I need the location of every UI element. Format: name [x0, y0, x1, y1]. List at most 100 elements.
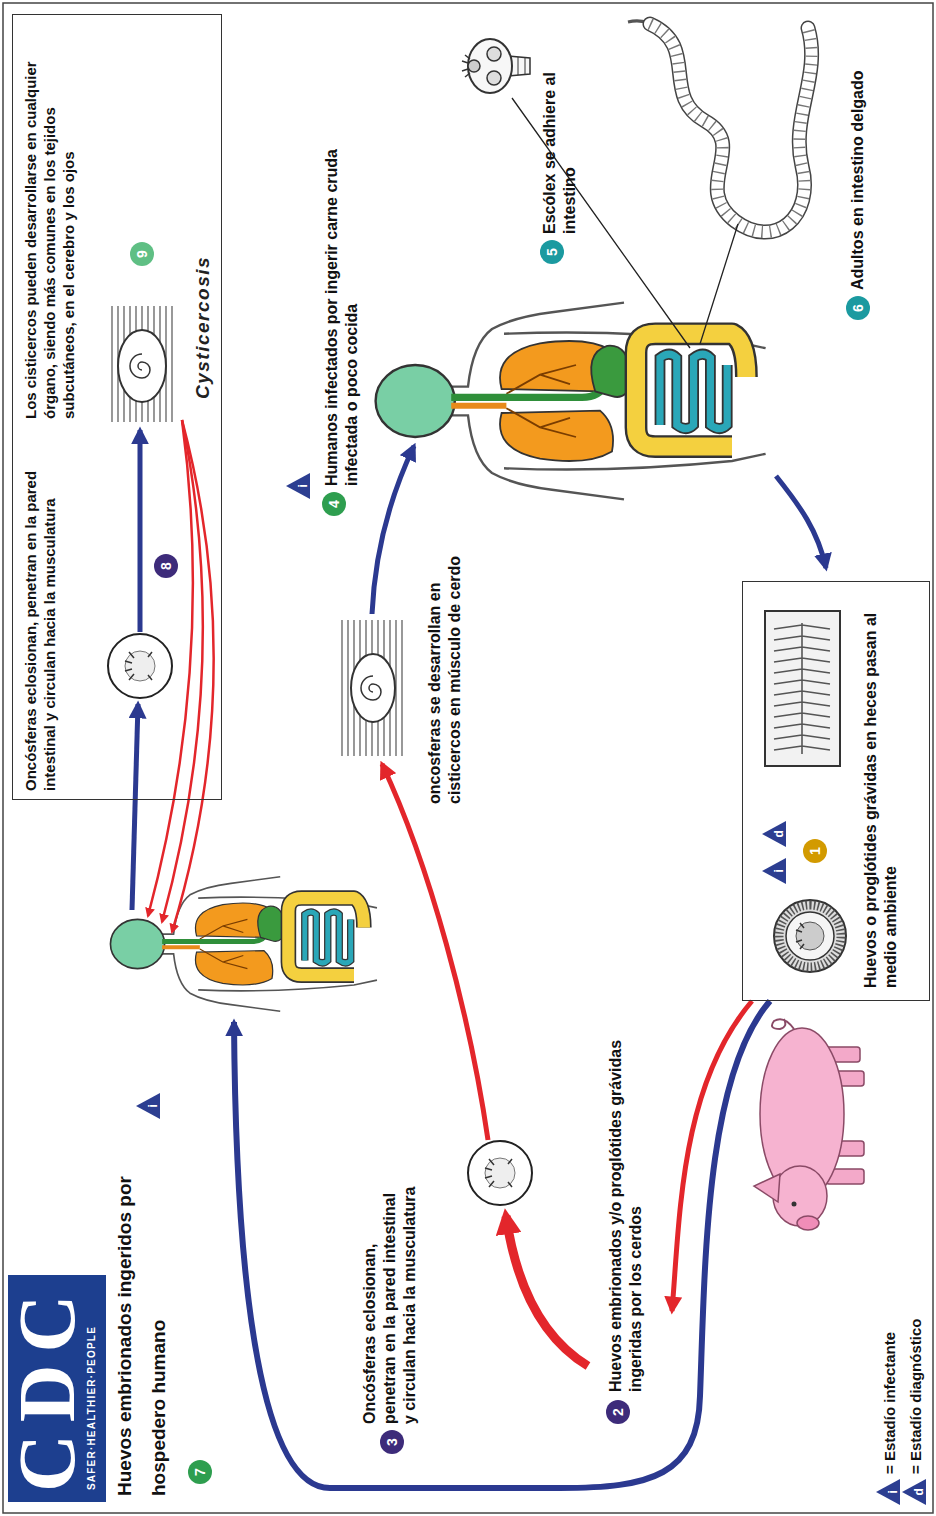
pig-figure [754, 1019, 864, 1230]
callout-number: 5 [545, 248, 559, 256]
egg-figure [779, 905, 841, 967]
oncosphere-figure [468, 1141, 532, 1205]
oncosphere-figure [108, 634, 172, 698]
callout-circle [188, 1460, 212, 1484]
stage-icon-letter: i [147, 1104, 159, 1107]
proglottid-figure [774, 623, 830, 754]
proglottid-figure [765, 611, 840, 766]
logo-box: CDCSAFER·HEALTHIER·PEOPLE [8, 1275, 106, 1502]
legend-triangle [876, 1479, 900, 1505]
oncosphere-figure [108, 634, 532, 1205]
callout-circle [846, 296, 870, 320]
callout-number: 4 [327, 500, 341, 508]
egg-figure [796, 923, 804, 949]
cycle-arrow [138, 430, 143, 632]
callout-circle [154, 554, 178, 578]
cycle-arrow [372, 446, 414, 614]
pig-figure [792, 1202, 797, 1207]
stage-triangle [286, 473, 310, 499]
cycle-arrow [172, 420, 214, 932]
scolex-figure [487, 71, 501, 85]
logo-text: CDC [10, 1283, 84, 1492]
pig-figure [797, 1216, 819, 1230]
cycle-arrow [234, 1001, 770, 1488]
step-text: Humanos infectados por ingerir carne cru… [322, 141, 362, 486]
frame [3, 3, 933, 1513]
callout-number: 7 [193, 1468, 207, 1476]
cycle-arrow [132, 704, 138, 910]
scolex-figure [468, 60, 480, 72]
callout-number: 6 [851, 304, 865, 312]
step-text: Escólex se adhiere al intestino [540, 24, 580, 234]
legend-row: = Estadío diagnóstico [902, 1245, 928, 1505]
cysticercus-figure [130, 354, 150, 378]
legend-triangle [902, 1479, 926, 1505]
logo-tagline: SAFER·HEALTHIER·PEOPLE [86, 1326, 98, 1490]
oncosphere-figure [125, 652, 152, 680]
adult-tapeworm-figure [650, 24, 812, 232]
legend-text: = Estadío infectante [882, 1332, 897, 1474]
stage-icon-letter: d [773, 830, 785, 837]
cysticercus-figure [342, 620, 402, 756]
figure-title: Cysticercosis [191, 256, 215, 399]
cycle-arrow [506, 1216, 588, 1366]
cycle-arrow [382, 764, 488, 1140]
cycle-arrow [132, 420, 826, 1488]
stage-icon-letter: d [913, 1488, 925, 1495]
legend-text: = Estadío diagnóstico [908, 1319, 923, 1474]
stage-text: Huevos o proglótides grávidas en heces p… [861, 592, 901, 988]
stage-icon-letter: i [773, 869, 785, 872]
callout-number: 3 [385, 1438, 399, 1446]
callout-number: 2 [611, 1408, 625, 1416]
scolex-figure [468, 39, 512, 93]
stage-triangle [136, 1093, 160, 1119]
callout-circle [130, 242, 154, 266]
cysticercus-figure [118, 330, 166, 402]
proglottid-figure [765, 611, 840, 766]
stage-triangle [762, 858, 786, 884]
callout-number: 9 [135, 250, 149, 258]
egg-figure [774, 900, 846, 972]
egg-figure [774, 900, 846, 972]
human-figure [376, 303, 766, 500]
step-text: oncosferas se desarrollan en cisticercos… [425, 519, 465, 804]
pig-figure [772, 1019, 794, 1029]
cycle-arrow [162, 420, 203, 922]
callout-number: 1 [808, 847, 822, 855]
callout-number: 8 [159, 562, 173, 570]
egg-figure [796, 922, 824, 950]
callout-circle [803, 839, 827, 863]
step-text: Oncósferas eclosionan, penetran en la pa… [360, 1184, 420, 1424]
pig-figure [773, 1166, 827, 1226]
pig-figure [754, 1174, 780, 1202]
callout-circle [540, 240, 564, 264]
callout-circle [606, 1400, 630, 1424]
cycle-arrow [148, 420, 193, 916]
oncosphere-figure [485, 1159, 512, 1187]
stage-text: Oncósferas eclosionan, penetran en la pa… [21, 451, 59, 791]
step-text: Adultos en intestino delgado [848, 70, 868, 290]
adult-tapeworm-figure [650, 24, 812, 232]
cycle-arrow [672, 1001, 752, 1311]
scolex-figure [487, 47, 501, 61]
human-figure [110, 877, 377, 1011]
legend-row: = Estadío infectante [876, 1245, 902, 1505]
cysticercus-figure [361, 676, 381, 700]
callout-circle [380, 1430, 404, 1454]
step-text: Huevos embrionados ingeridos por hospede… [108, 1156, 176, 1496]
stage-icon-letter: i [297, 484, 309, 487]
stage-triangle [762, 821, 786, 847]
scolex-figure [462, 55, 470, 77]
adult-tapeworm-figure [650, 24, 812, 232]
cysticercosis-box: Oncósferas eclosionan, penetran en la pa… [12, 14, 222, 800]
callout-circle [130, 240, 870, 1484]
step-text: Huevos embrionados y/o proglótides grávi… [606, 1012, 646, 1392]
callout-circle [322, 492, 346, 516]
adult-tapeworm-figure [628, 21, 812, 232]
oncosphere-figure [125, 651, 155, 681]
scolex-figure [518, 57, 525, 75]
oncosphere-figure [485, 1158, 515, 1188]
